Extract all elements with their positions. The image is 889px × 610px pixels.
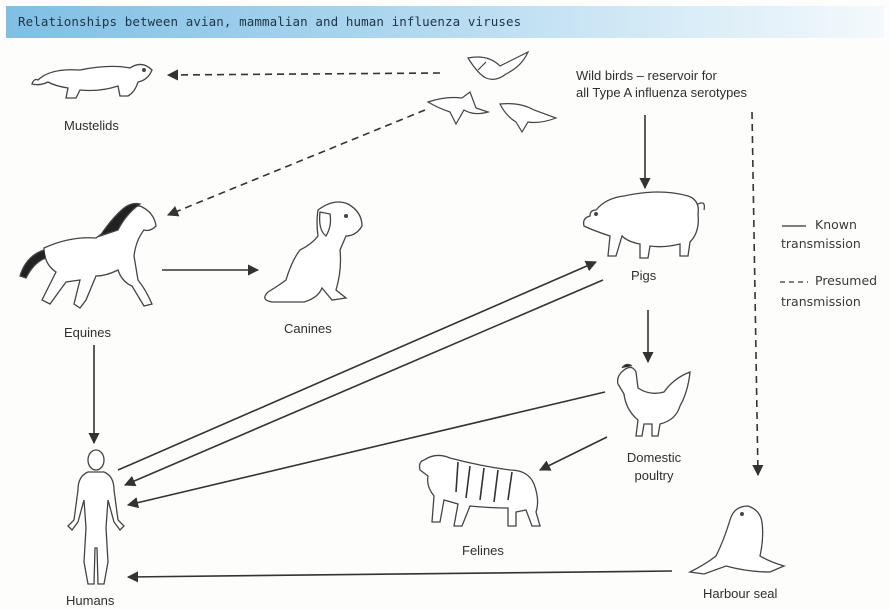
pig-icon [584, 192, 705, 258]
edge-seal-humans [128, 571, 672, 577]
label-domestic-poultry-line1: Domestic [614, 449, 694, 467]
edge-pigs-humans [125, 280, 603, 485]
edge-birds-seal [752, 112, 758, 475]
label-wild-birds-line1: Wild birds – reservoir for [576, 67, 747, 84]
seal-icon [690, 506, 784, 574]
human-icon [68, 450, 124, 584]
legend-presumed-label-1: Presumed [815, 273, 877, 288]
label-domestic-poultry: Domestic poultry [614, 449, 694, 485]
wild-birds-icon [428, 52, 556, 132]
edge-birds-mustelids [168, 73, 440, 75]
label-pigs: Pigs [631, 268, 656, 283]
label-felines: Felines [462, 543, 504, 558]
label-humans: Humans [66, 593, 114, 608]
label-harbour-seal: Harbour seal [703, 586, 777, 601]
edge-humans-pigs [118, 262, 596, 470]
rooster-icon [618, 364, 690, 436]
label-canines: Canines [284, 321, 332, 336]
label-wild-birds: Wild birds – reservoir for all Type A in… [576, 67, 747, 101]
legend-known-label-1: Known [815, 217, 857, 232]
label-equines: Equines [64, 325, 111, 340]
label-mustelids: Mustelids [64, 118, 119, 133]
dog-icon [265, 202, 362, 302]
label-wild-birds-line2: all Type A influenza serotypes [576, 84, 747, 101]
legend-known-label-2: transmission [781, 236, 861, 251]
label-domestic-poultry-line2: poultry [614, 467, 694, 485]
edge-poultry-felines [540, 437, 607, 470]
tiger-icon [420, 455, 541, 526]
edge-birds-equines [168, 110, 425, 215]
mustelid-icon [32, 64, 152, 98]
horse-icon [20, 204, 156, 309]
legend-presumed-label-2: transmission [781, 294, 861, 309]
